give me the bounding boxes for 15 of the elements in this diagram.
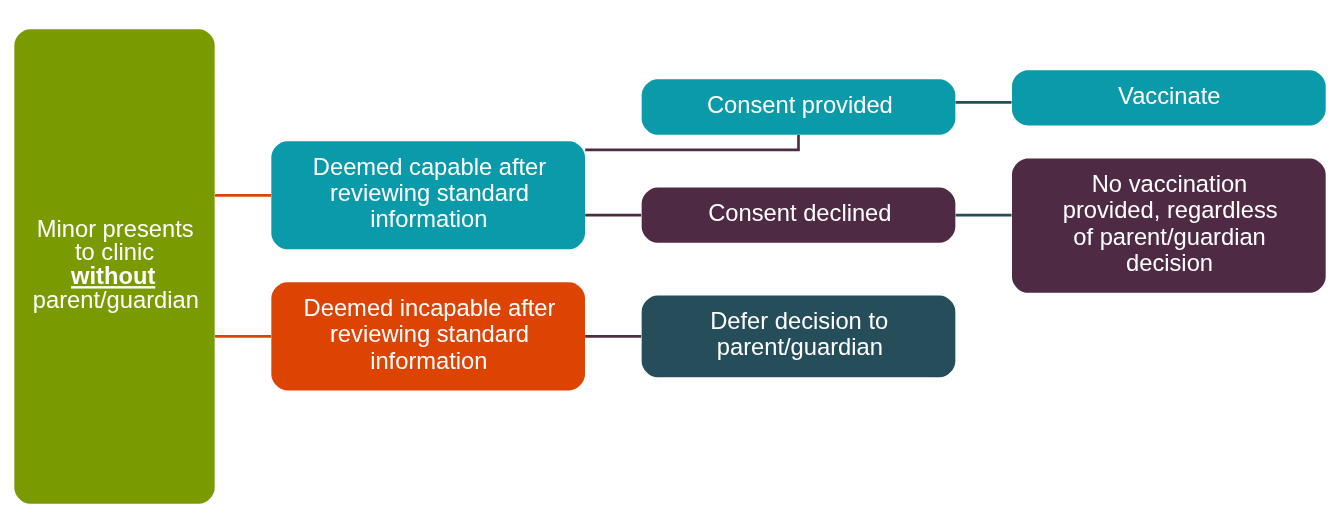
- node-box: Deemed capable after reviewing standard information: [271, 140, 585, 249]
- node-box: Defer decision to parent/guardian: [641, 295, 956, 377]
- node-box: No vaccination provided, regardless of parent/guardian decision: [1012, 157, 1326, 293]
- connector: [955, 100, 1012, 104]
- connector: [585, 213, 642, 216]
- connector: [215, 334, 272, 338]
- connector: [585, 134, 800, 151]
- connector: [955, 213, 1012, 216]
- node-box: Consent provided: [641, 78, 956, 135]
- connector: [215, 193, 272, 197]
- connector: [585, 334, 642, 338]
- node-box: Deemed incapable after reviewing standard information: [271, 281, 585, 390]
- node-box: Minor presents to clinic without parent/guardian: [14, 28, 215, 504]
- node-box: Consent declined: [641, 186, 956, 243]
- node-box: Vaccinate: [1012, 69, 1326, 125]
